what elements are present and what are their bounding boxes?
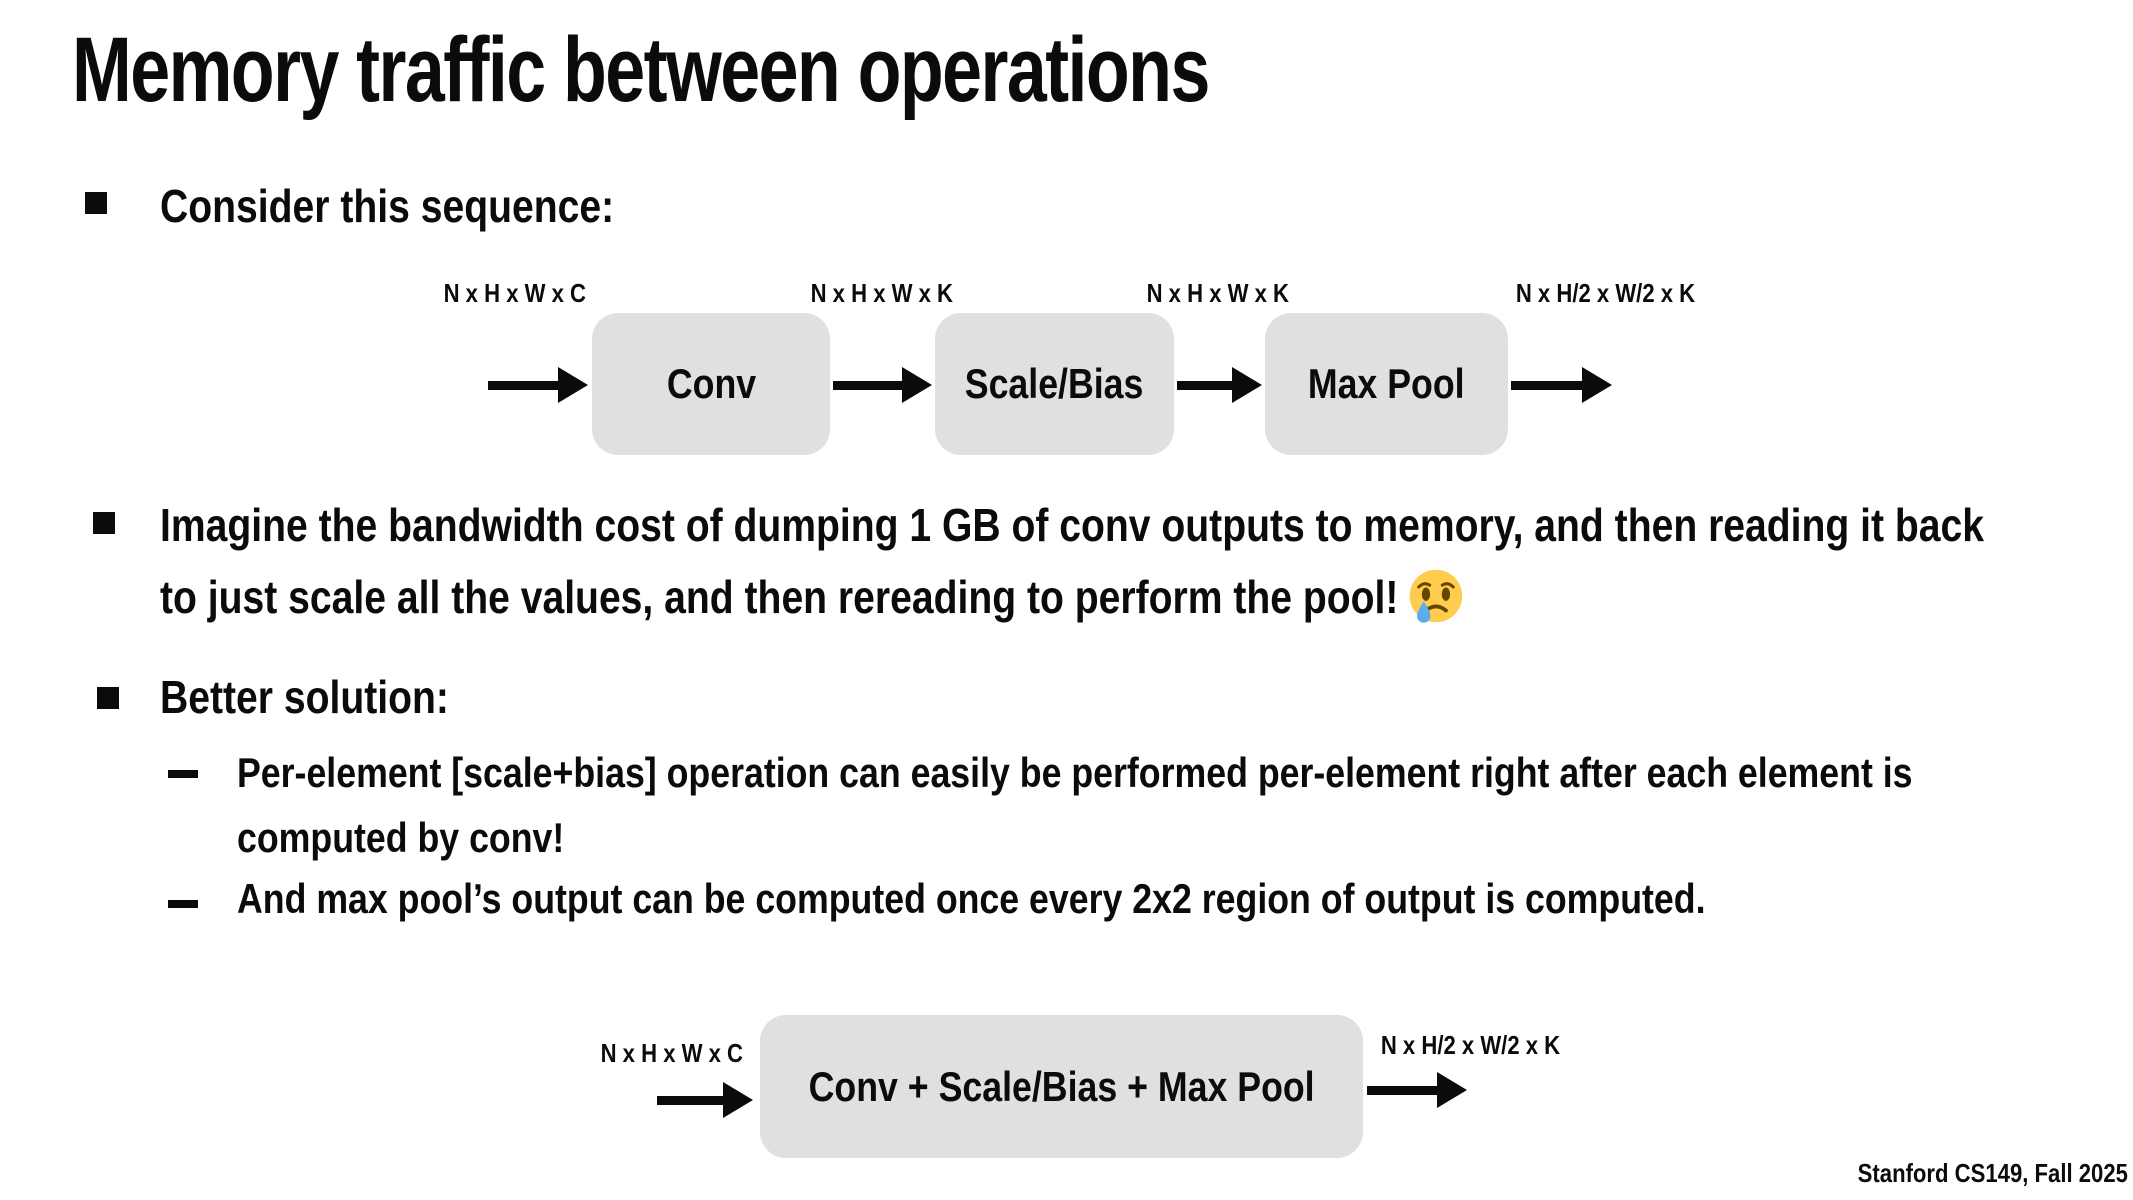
conv-output-shape-label: N x H x W x K <box>810 278 954 308</box>
fused-input-shape-label: N x H x W x C <box>600 1038 744 1068</box>
bullet-better-solution: Better solution: <box>160 661 500 733</box>
maxpool-box: Max Pool <box>1265 313 1508 455</box>
conv-box: Conv <box>592 313 830 455</box>
scalebias-to-maxpool-arrow-icon <box>1177 367 1262 403</box>
dash-bullet-icon <box>168 770 198 778</box>
scalebias-output-shape-label: N x H x W x K <box>1146 278 1290 308</box>
bandwidth-cost-line2: to just scale all the values, and then r… <box>160 571 1399 623</box>
square-bullet-icon <box>93 512 115 534</box>
input-arrow-icon <box>488 367 588 403</box>
conv-box-label: Conv <box>666 360 756 407</box>
fused-input-arrow-icon <box>657 1082 753 1118</box>
crying-face-emoji <box>1409 569 1463 623</box>
bullet-consider: Consider this sequence: <box>160 170 694 242</box>
square-bullet-icon <box>85 192 107 214</box>
fused-box-label: Conv + Scale/Bias + Max Pool <box>808 1062 1315 1110</box>
conv-to-scalebias-arrow-icon <box>833 367 932 403</box>
per-element-line2: computed by conv! <box>237 814 565 861</box>
page-title-text: Memory traffic between operations <box>72 19 1210 121</box>
fused-output-arrow-icon <box>1367 1072 1467 1108</box>
page-title: Memory traffic between operations <box>72 18 1529 124</box>
bullet-consider-text: Consider this sequence: <box>160 180 615 232</box>
fused-output-shape-label: N x H/2 x W/2 x K <box>1380 1030 1560 1060</box>
subbullet-max-pool: And max pool’s output can be computed on… <box>237 866 1965 931</box>
square-bullet-icon <box>97 687 119 709</box>
course-footer: Stanford CS149, Fall 2025 <box>1810 1158 2128 1189</box>
bandwidth-cost-line1: Imagine the bandwidth cost of dumping 1 … <box>160 499 1985 551</box>
subbullet-per-element: Per-element [scale+bias] operation can e… <box>237 740 2133 870</box>
bullet-bandwidth-cost: Imagine the bandwidth cost of dumping 1 … <box>160 489 2133 633</box>
scalebias-box: Scale/Bias <box>935 313 1174 455</box>
dash-bullet-icon <box>168 900 198 908</box>
output-arrow-icon <box>1511 367 1612 403</box>
fused-box: Conv + Scale/Bias + Max Pool <box>760 1015 1363 1158</box>
max-pool-text: And max pool’s output can be computed on… <box>237 875 1706 922</box>
course-footer-text: Stanford CS149, Fall 2025 <box>1857 1158 2128 1188</box>
maxpool-output-shape-label: N x H/2 x W/2 x K <box>1515 278 1695 308</box>
per-element-line1: Per-element [scale+bias] operation can e… <box>237 749 1913 796</box>
scalebias-box-label: Scale/Bias <box>965 360 1144 407</box>
input-shape-label: N x H x W x C <box>443 278 587 308</box>
better-solution-text: Better solution: <box>160 671 449 723</box>
maxpool-box-label: Max Pool <box>1308 360 1465 407</box>
